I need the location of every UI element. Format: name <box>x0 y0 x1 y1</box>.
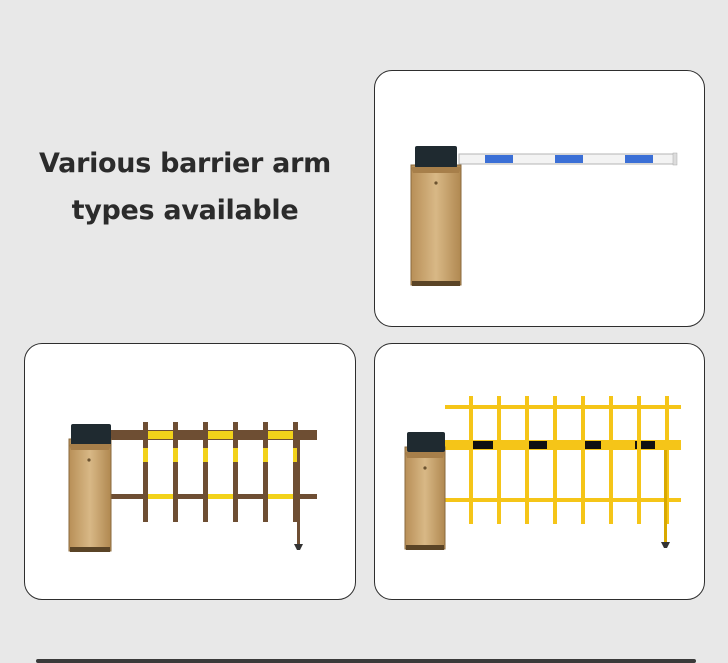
barrier-cabinet <box>410 146 462 286</box>
arm-stripe-3 <box>625 155 653 163</box>
support-foot <box>294 544 303 550</box>
straight-boom-barrier-illustration <box>410 146 678 286</box>
yellow-fence-barrier-card <box>374 343 705 600</box>
brown-fence-arm <box>111 422 317 550</box>
section-divider <box>36 659 696 663</box>
brown-fence-barrier-card <box>24 343 356 600</box>
arm-stripe-2 <box>555 155 583 163</box>
cabinet-display <box>407 432 445 452</box>
cabinet-display <box>71 424 111 446</box>
straight-boom-barrier-card <box>374 70 705 327</box>
headline-line-1: Various barrier arm <box>39 148 331 179</box>
support-foot <box>661 542 670 548</box>
cabinet-lock <box>434 181 438 185</box>
cabinet-lock <box>87 458 91 462</box>
barrier-cabinet <box>404 432 446 550</box>
arm-stripe-1 <box>485 155 513 163</box>
barrier-cabinet <box>68 424 112 552</box>
brown-fence-barrier-illustration <box>68 422 317 552</box>
headline: Various barrier arm types available <box>30 140 340 234</box>
yellow-fence-barrier-illustration <box>404 396 681 550</box>
cabinet-display <box>415 146 457 168</box>
cabinet-lock <box>423 466 427 470</box>
yellow-fence-arm <box>445 396 681 548</box>
straight-boom-arm <box>458 152 678 166</box>
headline-line-2: types available <box>71 195 299 226</box>
